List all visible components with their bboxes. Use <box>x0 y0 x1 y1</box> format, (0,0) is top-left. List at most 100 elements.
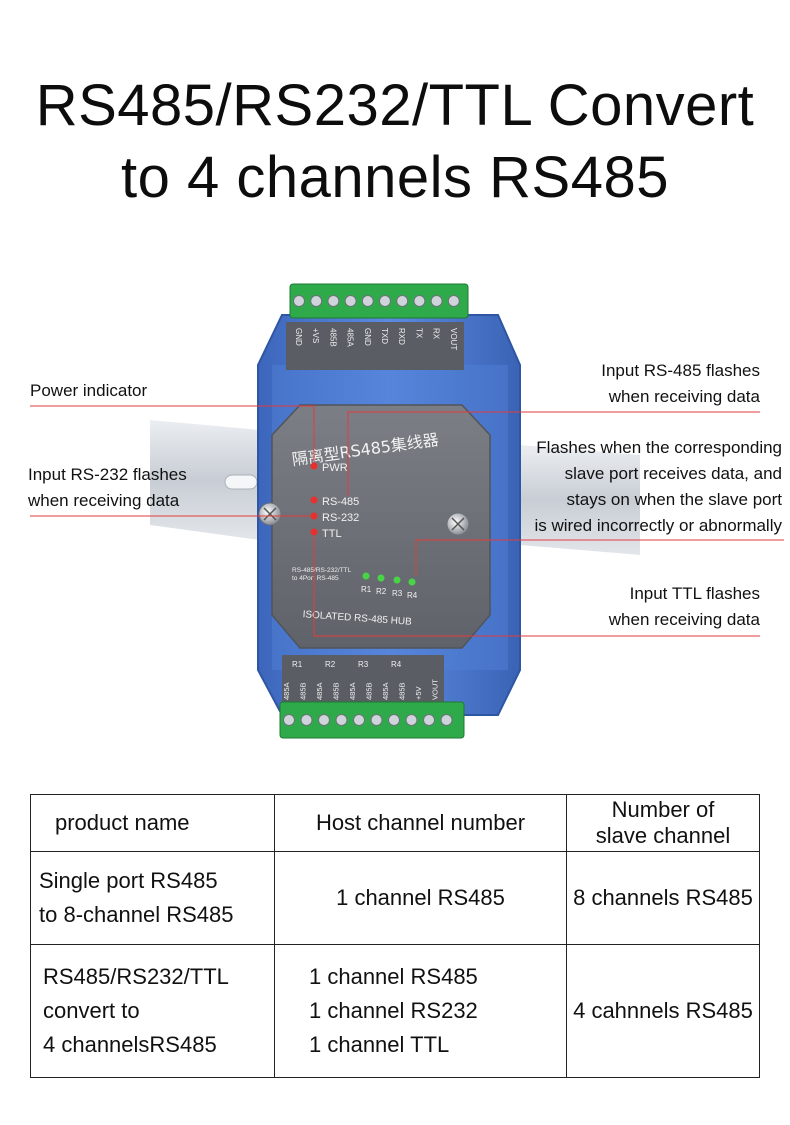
row2-slave: 4 cahnnels RS485 <box>566 944 760 1078</box>
callout-rs232-line-2: when receiving data <box>28 491 180 510</box>
terminal-screw-icon <box>405 714 418 726</box>
terminal-screw-icon <box>283 714 295 726</box>
front-panel <box>271 404 491 649</box>
top-terminal-label: TX <box>414 328 423 339</box>
top-terminal-label: +VS <box>311 328 320 343</box>
top-terminal-block <box>289 283 469 319</box>
top-terminal-label: RX <box>432 328 441 340</box>
table-header-row: product name Host channel number Number … <box>30 794 760 852</box>
led-label-rs485: RS-485 <box>322 496 359 508</box>
terminal-screw-icon <box>379 295 391 307</box>
terminal-screw-icon <box>447 295 460 307</box>
port-label-r2: R2 <box>376 587 387 596</box>
led-rs232 <box>310 512 318 520</box>
terminal-screw-icon <box>327 295 340 307</box>
callout-slave: Flashes when the corresponding slave por… <box>534 435 782 539</box>
callout-slave-line-2: slave port receives data, and <box>564 464 782 483</box>
callout-ttl-line-1: Input TTL flashes <box>629 584 760 603</box>
top-terminal-label: TXD <box>380 328 389 344</box>
callout-rs485-line-2: when receiving data <box>608 387 760 406</box>
led-r2 <box>377 574 385 582</box>
terminal-screw-icon <box>413 295 426 307</box>
terminal-screw-icon <box>318 714 330 726</box>
led-r3 <box>393 576 401 584</box>
row1-host: 1 channel RS485 <box>274 851 567 945</box>
bottom-terminal-label: 485B <box>299 682 308 700</box>
bottom-terminal-label: 485A <box>282 682 291 700</box>
bottom-terminal-label: 485A <box>348 682 357 700</box>
bottom-terminal-label: 485B <box>332 682 341 700</box>
callout-ttl-line-2: when receiving data <box>608 610 760 629</box>
small-text-1: RS-485/RS-232/TTL <box>292 567 352 574</box>
led-r4 <box>408 578 416 586</box>
callout-rs232-line-1: Input RS-232 flashes <box>28 465 187 484</box>
header-slave-channel: Number of slave channel <box>566 794 760 852</box>
bottom-terminal-label: +5V <box>414 686 423 700</box>
row1-name: Single port RS485 to 8-channel RS485 <box>30 851 275 945</box>
bottom-terminal-label: VOUT <box>431 679 440 700</box>
bottom-group-labels: R1 R2 R3 R4 <box>292 660 402 669</box>
terminal-screw-icon <box>440 714 453 726</box>
led-r1 <box>362 572 370 580</box>
top-terminal-label: RXD <box>397 328 406 345</box>
page-title: RS485/RS232/TTL Convert to 4 channels RS… <box>0 70 790 214</box>
status-leds: PWR RS-485 RS-232 TTL <box>310 462 359 540</box>
row2-host: 1 channel RS485 1 channel RS232 1 channe… <box>274 944 567 1078</box>
screw-right-icon <box>451 517 465 531</box>
led-pwr <box>310 462 318 470</box>
top-terminal-label: 485B <box>328 328 337 347</box>
led-label-ttl: TTL <box>322 528 342 540</box>
terminal-screw-icon <box>300 714 313 726</box>
row1-slave: 8 channels RS485 <box>566 851 760 945</box>
terminal-screw-icon <box>335 714 348 726</box>
callout-rs232: Input RS-232 flashes when receiving data <box>28 462 187 514</box>
title-line-1: RS485/RS232/TTL Convert <box>35 73 755 138</box>
title-line-2: to 4 channels RS485 <box>121 145 669 210</box>
bottom-group-label: R3 <box>358 660 369 669</box>
terminal-screw-icon <box>430 295 443 307</box>
terminal-screw-icon <box>396 295 409 307</box>
terminal-screw-icon <box>353 714 365 726</box>
terminal-screw-icon <box>344 295 357 307</box>
callout-lines <box>30 405 784 637</box>
callout-power-text: Power indicator <box>30 381 148 400</box>
top-terminal-label: 485A <box>346 328 355 347</box>
terminal-screw-icon <box>423 714 435 726</box>
screw-left-icon <box>263 507 277 521</box>
bottom-terminal-label: 485B <box>365 682 374 700</box>
terminal-screw-icon <box>310 295 323 307</box>
callout-slave-line-4: is wired incorrectly or abnormally <box>534 516 782 535</box>
top-terminal-label: GND <box>363 328 372 346</box>
port-label-r1: R1 <box>361 585 372 594</box>
din-rail <box>150 420 640 555</box>
port-label-r3: R3 <box>392 589 403 598</box>
callout-ttl: Input TTL flashes when receiving data <box>609 581 760 633</box>
top-terminal-label: GND <box>294 328 303 346</box>
callout-slave-line-1: Flashes when the corresponding <box>536 438 782 457</box>
bottom-group-label: R1 <box>292 660 303 669</box>
bottom-terminal-labels: 485A 485B 485A 485B 485A 485B 485A 485B +5V VOUT <box>282 679 440 700</box>
bottom-terminal-label: 485A <box>315 682 324 700</box>
bottom-group-label: R2 <box>325 660 336 669</box>
callout-power: Power indicator <box>30 378 147 404</box>
header-product-name: product name <box>30 794 275 852</box>
bottom-group-label: R4 <box>391 660 402 669</box>
bottom-terminal-label: 485B <box>398 682 407 700</box>
callout-rs485: Input RS-485 flashes when receiving data <box>601 358 760 410</box>
led-label-rs232: RS-232 <box>322 512 359 524</box>
bottom-terminal-block <box>279 701 465 739</box>
terminal-screw-icon <box>293 295 305 307</box>
header-host-channel: Host channel number <box>274 794 567 852</box>
small-text-2: to 4Port RS-485 <box>292 575 339 582</box>
bottom-terminal-label: 485A <box>381 682 390 700</box>
table-row: Single port RS485 to 8-channel RS485 1 c… <box>30 851 760 945</box>
port-label-r4: R4 <box>407 591 418 600</box>
top-terminal-label: VOUT <box>449 328 458 350</box>
terminal-screw-icon <box>361 295 374 307</box>
led-ttl <box>310 528 318 536</box>
callout-rs485-line-1: Input RS-485 flashes <box>601 361 760 380</box>
table-row: RS485/RS232/TTL convert to 4 channelsRS4… <box>30 944 760 1078</box>
top-terminal-labels: GND +VS 485B 485A GND TXD RXD TX RX VOUT <box>294 328 458 350</box>
callout-slave-line-3: stays on when the slave port <box>566 490 782 509</box>
